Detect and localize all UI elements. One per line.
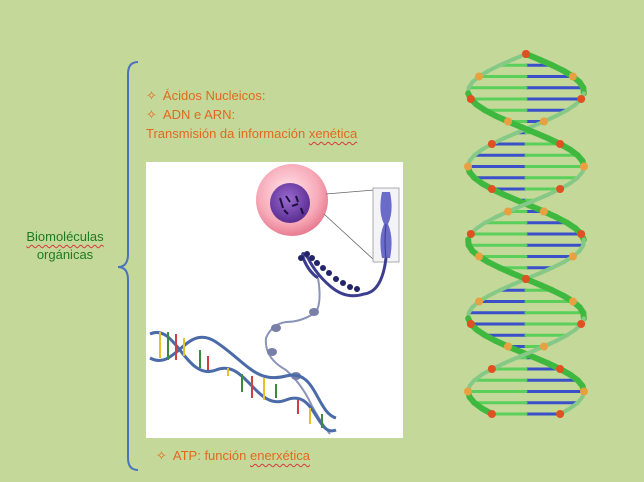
phosphate-atom (504, 117, 513, 126)
phosphate-atom (466, 95, 475, 103)
backbone-segment (497, 57, 515, 68)
phosphate-atom (487, 365, 496, 373)
phosphate-atom (464, 162, 472, 171)
diamond-star-icon: ✧ (156, 448, 167, 463)
phosphate-atom (487, 410, 496, 418)
nucleosomes-icon (267, 308, 319, 380)
diamond-star-icon: ✧ (146, 107, 157, 122)
phosphate-atom (504, 342, 513, 351)
phosphate-atom (466, 320, 475, 328)
list-item: ✧ ADN e ARN: (146, 105, 357, 124)
phosphate-atom (475, 297, 484, 306)
dna-helix-icon (149, 330, 337, 433)
dna-illustration (149, 164, 400, 435)
backbone-segment (554, 333, 570, 343)
backbone-segment (533, 192, 551, 203)
phosphate-atom (556, 410, 565, 418)
phosphate-atom (487, 140, 496, 148)
atp-flagged-word: enerxética (249, 448, 310, 463)
backbone-segment (537, 265, 555, 276)
phosphate-atom (568, 297, 577, 306)
item-text: ADN e ARN: (162, 107, 236, 122)
diamond-star-icon: ✧ (146, 88, 157, 103)
phosphate-atom (466, 230, 475, 238)
dna-illustration-panel (146, 162, 403, 438)
phosphate-atom (539, 117, 548, 126)
phosphate-atom (580, 162, 588, 171)
phosphate-atom (580, 387, 588, 396)
phosphate-atom (577, 95, 586, 103)
phosphate-atom (464, 387, 472, 396)
atp-item: ✧ ATP: función enerxética (156, 448, 310, 464)
phosphate-atom (487, 185, 496, 193)
phosphate-atom (556, 365, 565, 373)
chromatin-fiber-icon (301, 252, 388, 298)
phosphate-atom (556, 185, 565, 193)
phosphate-atom (539, 207, 548, 216)
phosphate-atom (539, 342, 548, 351)
backbone-segment (550, 260, 566, 270)
list-item: ✧ Ácidos Nucleicos: (146, 86, 357, 105)
chromosomes-icon (279, 195, 304, 215)
backbone-segment (482, 215, 498, 225)
root-label: Biomoléculas orgánicas (14, 228, 116, 264)
description-flagged-word: xenética (308, 126, 358, 141)
backbone-segment (501, 130, 519, 141)
backbone-segment (497, 282, 515, 293)
backbone-segment (486, 288, 502, 298)
item-text: Ácidos Nucleicos: (162, 88, 266, 103)
backbone-segment (554, 108, 570, 118)
backbone-segment (501, 355, 519, 366)
phosphate-atom (577, 230, 586, 238)
phosphate-atom (556, 140, 565, 148)
chromatin-coil-icon (298, 251, 360, 292)
description-line: Transmisión da información xenética (146, 124, 357, 143)
nucleic-acids-block: ✧ Ácidos Nucleicos: ✧ ADN e ARN: Transmisi… (146, 86, 357, 143)
phosphate-atom (504, 207, 513, 216)
phosphate-atom (522, 50, 530, 58)
atp-prefix: ATP: función (172, 448, 250, 463)
phosphate-atom (522, 275, 530, 283)
nucleus-icon (270, 183, 310, 223)
phosphate-atom (568, 252, 577, 261)
backbone-segment (486, 63, 502, 73)
root-label-line2: orgánicas (36, 247, 94, 262)
phosphate-atom (475, 72, 484, 81)
backbone-segment (519, 198, 538, 208)
curly-brace (117, 61, 139, 471)
backbone-segment (514, 350, 533, 360)
phosphate-atom (577, 320, 586, 328)
chromosome-icon (380, 192, 392, 259)
description-prefix: Transmisión da información (146, 126, 309, 141)
phosphate-atom (568, 72, 577, 81)
phosphate-atom (475, 252, 484, 261)
root-label-line1: Biomoléculas (26, 229, 104, 244)
dna-molecular-model (464, 50, 588, 418)
